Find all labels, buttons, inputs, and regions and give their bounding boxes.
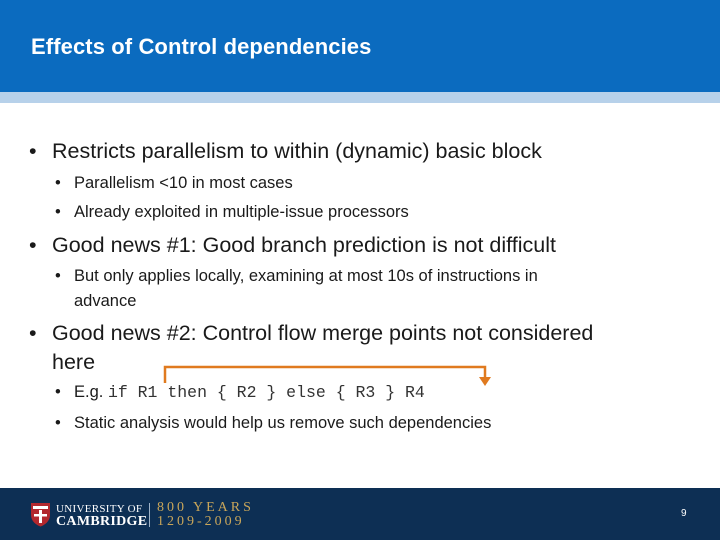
cambridge-shield-icon <box>31 503 50 527</box>
bullet-text: advance <box>74 292 137 310</box>
bullet-1: • Restricts parallelism to within (dynam… <box>29 139 542 164</box>
bullet-marker: • <box>55 414 61 432</box>
slide-title: Effects of Control dependencies <box>31 34 372 59</box>
bullet-marker: • <box>55 267 61 285</box>
bullet-2-1: • But only applies locally, examining at… <box>55 267 538 286</box>
footer-bar <box>0 488 720 540</box>
bullet-text: Already exploited in multiple-issue proc… <box>74 203 409 221</box>
title-bar <box>0 0 720 92</box>
bullet-text: But only applies locally, examining at m… <box>74 267 538 285</box>
bullet-3-2: • Static analysis would help us remove s… <box>55 414 492 433</box>
title-stripe <box>0 92 720 103</box>
logo-cambridge: CAMBRIDGE <box>56 514 148 529</box>
bullet-marker: • <box>29 321 37 345</box>
bullet-marker: • <box>29 139 37 163</box>
page-number: 9 <box>681 508 687 519</box>
bullet-marker: • <box>55 383 61 401</box>
bullet-text: Restricts parallelism to within (dynamic… <box>52 139 542 163</box>
bullet-3-1: • E.g. if R1 then { R2 } else { R3 } R4 <box>55 383 425 402</box>
bullet-text: Good news #2: Control flow merge points … <box>52 321 594 345</box>
logo-university-of: UNIVERSITY OF <box>56 503 143 515</box>
bullet-text: E.g. <box>74 383 104 401</box>
bullet-3-cont: here <box>52 350 95 375</box>
bullet-1-1: • Parallelism <10 in most cases <box>55 174 293 193</box>
bullet-1-2: • Already exploited in multiple-issue pr… <box>55 203 409 222</box>
bullet-text: Good news #1: Good branch prediction is … <box>52 233 556 257</box>
code-example: if R1 then { R2 } else { R3 } R4 <box>107 383 425 402</box>
bullet-2: • Good news #1: Good branch prediction i… <box>29 233 556 258</box>
bullet-text: Parallelism <10 in most cases <box>74 174 293 192</box>
bullet-text: Static analysis would help us remove suc… <box>74 414 492 432</box>
bullet-marker: • <box>29 233 37 257</box>
bullet-marker: • <box>55 203 61 221</box>
logo-divider <box>149 503 150 527</box>
bullet-2-1-cont: advance <box>74 292 136 311</box>
bullet-text: here <box>52 350 96 374</box>
logo-year-range: 1209-2009 <box>157 514 245 529</box>
bullet-marker: • <box>55 174 61 192</box>
bullet-3: • Good news #2: Control flow merge point… <box>29 321 594 346</box>
logo-800-years: 800 YEARS <box>157 500 254 515</box>
